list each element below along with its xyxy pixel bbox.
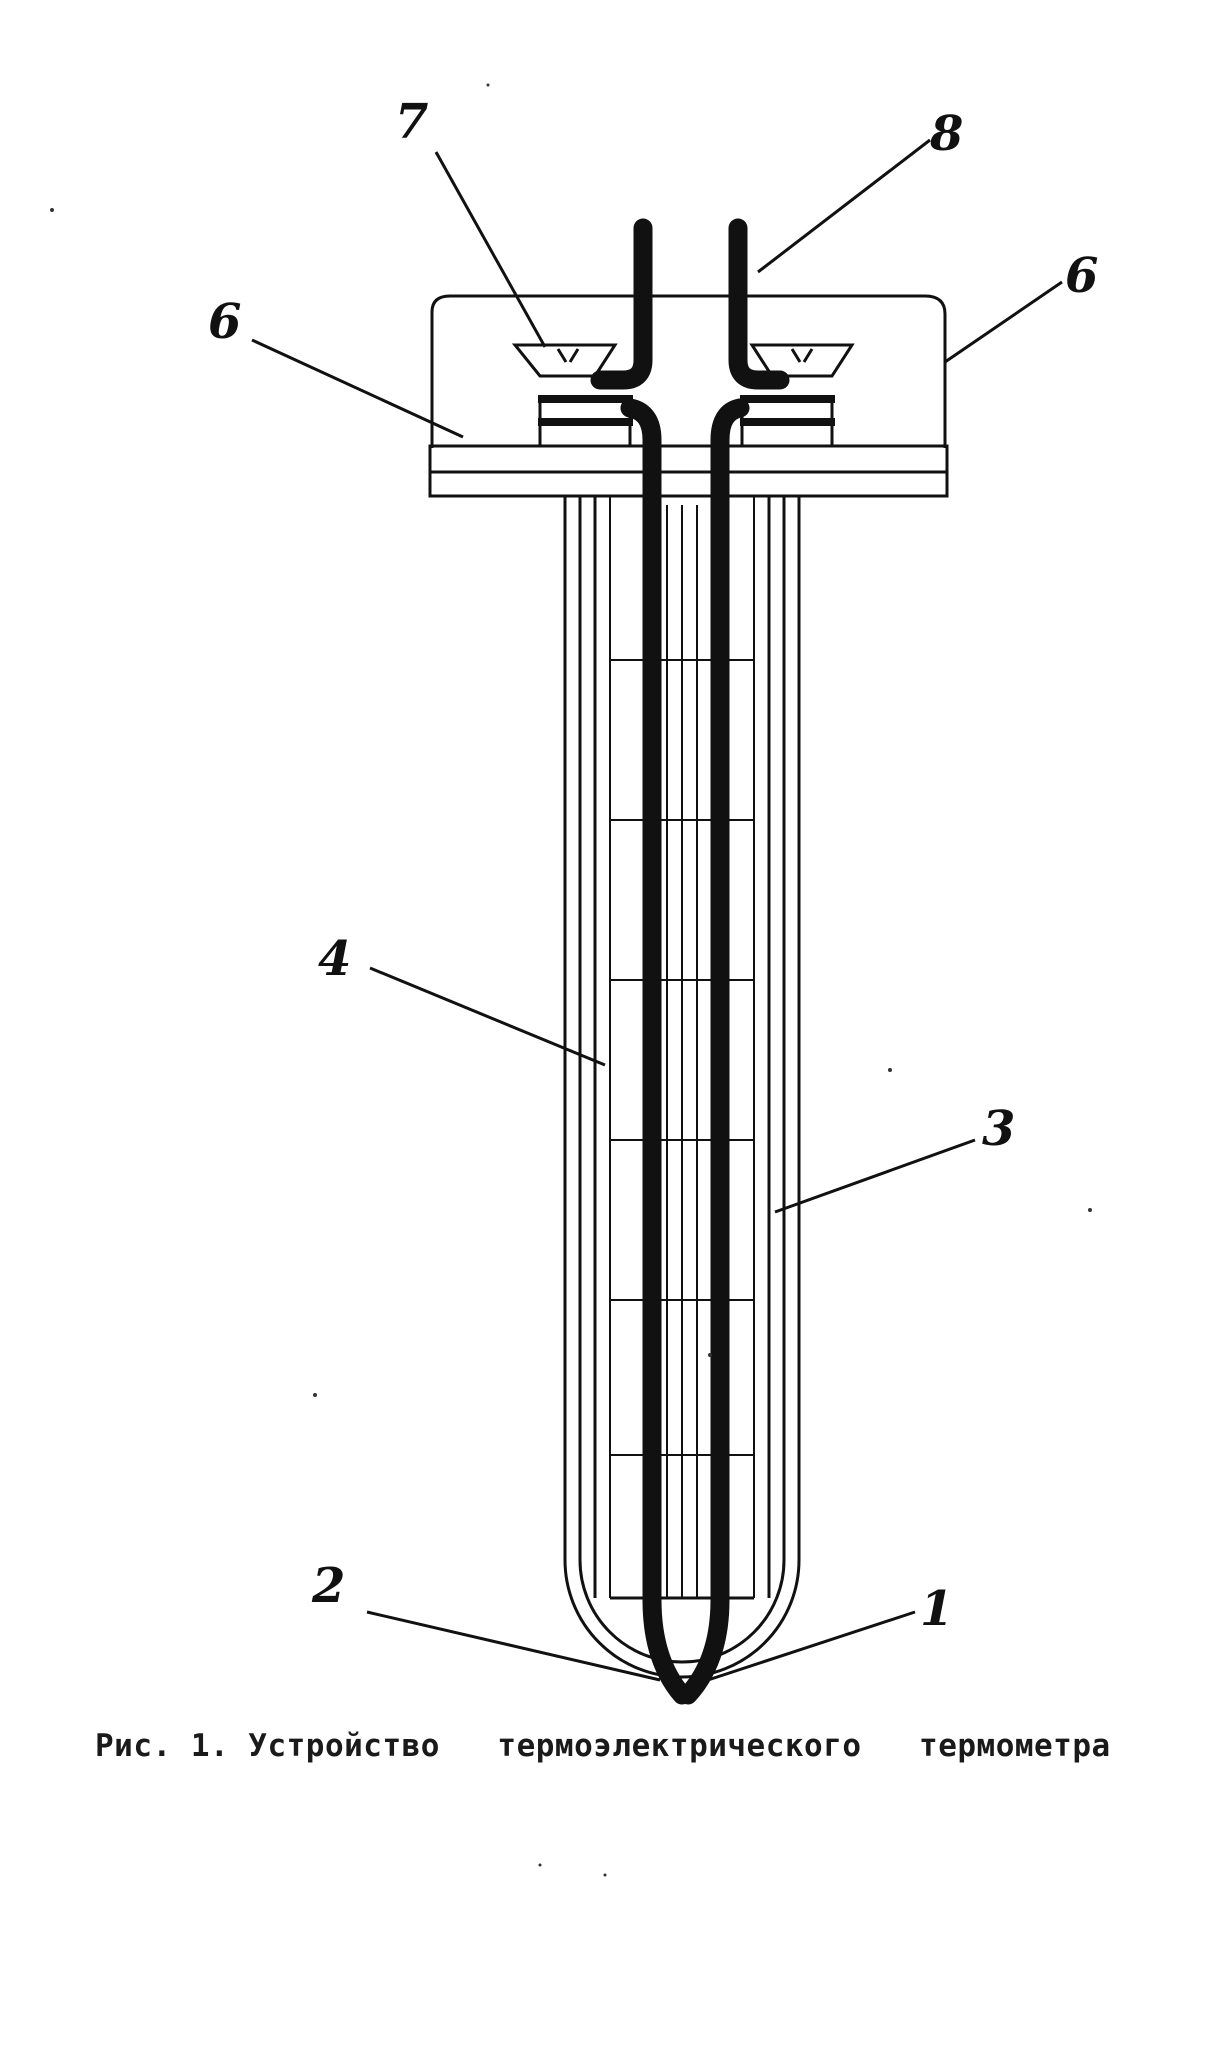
leader-lines (251, 138, 1063, 1682)
callout-2: 2 (311, 1558, 345, 1614)
figure-caption: Рис. 1. Устройство термоэлектрического т… (95, 1728, 1111, 1764)
callout-1: 1 (920, 1581, 953, 1637)
callout-8: 8 (929, 106, 963, 162)
terminal-right (740, 343, 855, 446)
insulating-beads (593, 496, 771, 1600)
thermoelectrode-left (590, 218, 692, 1705)
callout-6-right: 6 (1065, 248, 1098, 304)
terminal-left (511, 343, 633, 446)
hot-junction (677, 1687, 693, 1703)
callout-6-left: 6 (208, 294, 241, 350)
callout-3: 3 (982, 1101, 1015, 1157)
thermoelectrode-right (678, 218, 790, 1705)
scan-specks (50, 83, 1092, 1877)
callout-7: 7 (395, 94, 428, 150)
callout-4: 4 (318, 931, 351, 987)
head-housing (430, 294, 947, 448)
protective-sheath (563, 496, 801, 1679)
